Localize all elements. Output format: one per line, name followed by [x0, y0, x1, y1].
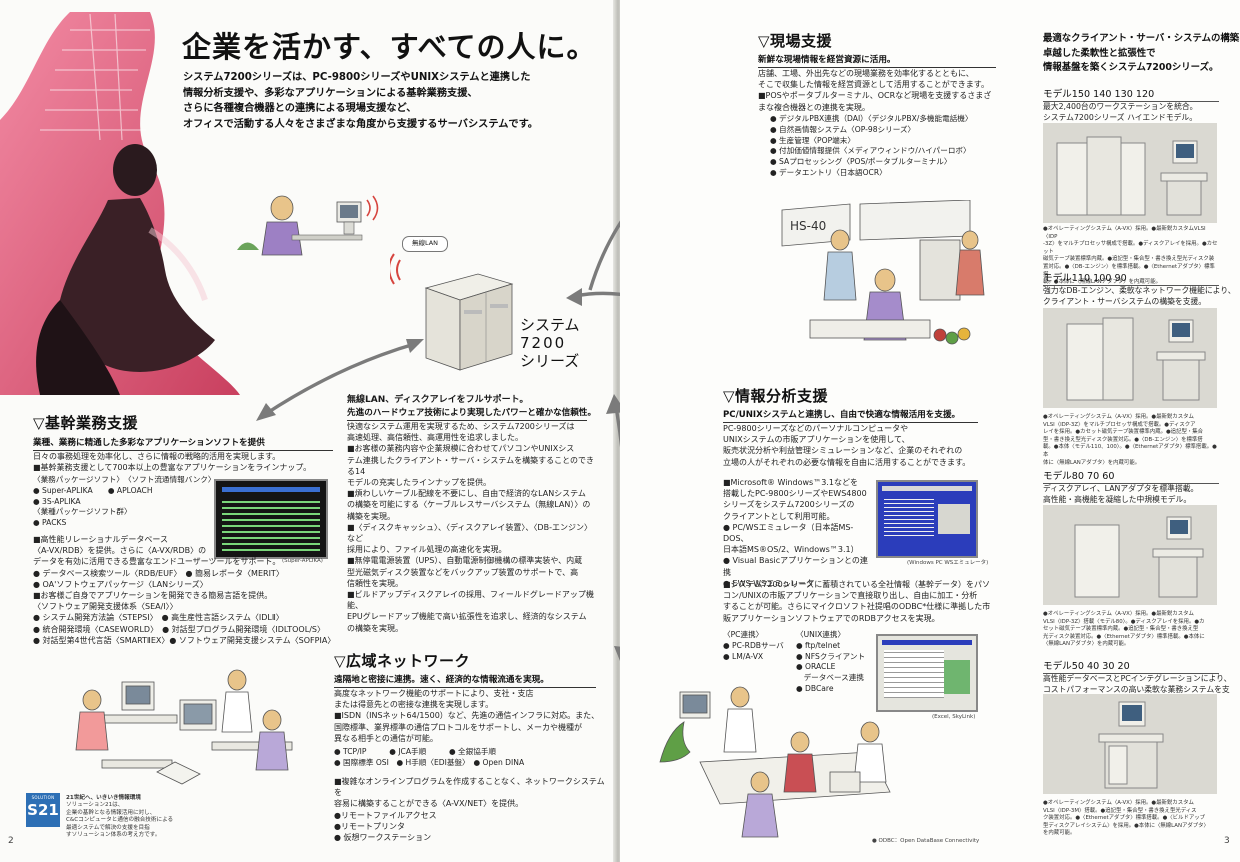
center-body: 快適なシステム運用を実現するため、システム7200シリーズは 高速処理、高信頼性… [347, 422, 595, 633]
hero-title: 企業を活かす、すべての人に。 [182, 30, 597, 64]
windows-emulator-caption: (Windows PC WSエミュレータ) [907, 560, 989, 566]
super-aplika-caption: (Super-APLIKA) [282, 558, 323, 564]
model-150-name: モデル150 140 130 120 [1043, 86, 1219, 102]
system-label: システム 7200 シリーズ [520, 316, 580, 370]
genba-heading: ▽現場支援 [758, 32, 833, 50]
bunseki-pc: 〈PC連携〉 ● PC-RDBサーバ ● LM/A-VX [723, 630, 784, 661]
model-150-desc: 最大2,400台のワークステーションを統合。 システム7200シリーズ ハイエン… [1043, 102, 1198, 122]
meeting-illustration [659, 686, 891, 838]
model-150-notes: ●オペレーティングシステム〈A-VX〉採用。●最新鋭カスタムVLSI〈IDP -… [1043, 226, 1218, 286]
kouiki-protocols: ● TCP/IP ● JCA手順 ● 全銀協手順 ● 国際標準 OSI ● H手… [334, 747, 525, 767]
office-illustration [75, 669, 293, 785]
genba-subheading: 新鮮な現場情報を経営資源に活用。 [758, 53, 996, 68]
model-110-notes: ●オペレーティングシステム〈A-VX〉採用。●最新鋭カスタム VLSI〈IDP-… [1043, 414, 1217, 466]
model-80-name: モデル80 70 60 [1043, 468, 1219, 484]
model-110-name: モデル110 100 90 [1043, 270, 1219, 286]
server-7200-illustration [424, 273, 514, 371]
bunseki-windows: ■Microsoft® Windows™3.1などを 搭載したPC-9800シリ… [723, 478, 868, 588]
page-right: ▽現場支援 新鮮な現場情報を経営資源に活用。 店舗、工場、外出先などの現場業務を… [620, 0, 1240, 862]
bunseki-subheading: PC/UNIXシステムと連携し、自由で快適な情報活用を支援。 [723, 408, 978, 423]
models-intro: 最適なクライアント・サーバ・システムの構築を支援。 卓越した柔軟性と拡張性で 情… [1043, 33, 1240, 73]
model-110-desc: 強力なDB-エンジン、柔軟なネットワーク機能により、 クライアント・サーバシステ… [1043, 286, 1236, 306]
bunseki-heading: ▽情報分析支援 [723, 387, 829, 405]
page-number-right: 3 [1224, 836, 1230, 846]
bunseki-body: ■システム7200シリーズに蓄積されている全社情報（基幹データ）をパソ コン/U… [723, 580, 991, 623]
model-50-photo [1043, 694, 1217, 794]
kikan-body: ■高性能リレーショナルデータベース 〈A-VX/RDB〉を提供。さらに〈A-VX… [33, 535, 336, 645]
store-illustration: HS-40 [781, 200, 985, 345]
center-subtitle: 先進のハードウェア技術により実現したパワーと確かな信頼性。 [347, 406, 596, 421]
kikan-heading: ▽基幹業務支援 [33, 414, 139, 432]
bunseki-intro: PC-9800シリーズなどのパーソナルコンピュータや UNIXシステムの市販アプ… [723, 424, 971, 467]
kikan-packages: 〈業務パッケージソフト〉 〈ソフト流通情報バンク〉 ● Super-APLIKA… [33, 475, 216, 528]
genba-intro: 店舗、工場、外出先などの現場業務を効率化するとともに、 そこで収集した情報を経営… [758, 69, 992, 112]
s21-description: 21世紀へ、いきいき情報環境 ソリューション21は、 企業の基幹となる情報活用に… [66, 795, 174, 839]
excel-skylink-screen [876, 634, 978, 712]
kouiki-subheading: 遠隔地と密接に連携。速く、経済的な情報流通を実現。 [334, 673, 596, 688]
wireless-signal-icon [390, 253, 401, 285]
kouiki-body: ■複雑なオンラインプログラムを作成することなく、ネットワークシステムを 容易に構… [334, 777, 605, 843]
model-80-notes: ●オペレーティングシステム〈A-VX〉採用。●最新鋭カスタム VLSI〈IDP-… [1043, 611, 1205, 648]
genba-items: ● デジタルPBX連携（DAI）〈デジタルPBX/多機能電話機〉 ● 自然画情報… [770, 114, 973, 177]
kouiki-intro: 高度なネットワーク機能のサポートにより、支社・支店 または得意先との密接な連携を… [334, 689, 600, 743]
page-left: 企業を活かす、すべての人に。 システム7200シリーズは、PC-9800シリーズ… [0, 0, 616, 862]
model-50-notes: ●オペレーティングシステム〈A-VX〉採用。●最新鋭カスタム VLSI〈IDP-… [1043, 800, 1209, 837]
model-150-photo [1043, 123, 1217, 223]
hero-lead: システム7200シリーズは、PC-9800シリーズやUNIXシステムと連携した … [183, 72, 538, 130]
model-110-photo [1043, 308, 1217, 408]
wireless-lan-label: 無線LAN [402, 236, 448, 252]
center-title: 無線LAN、ディスクアレイをフルサポート。 [347, 395, 529, 405]
arrow-kikan [256, 339, 424, 421]
windows-emulator-screen [876, 480, 978, 558]
super-aplika-screen [214, 479, 328, 559]
odbc-note: ● ODBC：Open DataBase Connectivity [872, 838, 980, 844]
svg-text:HS-40: HS-40 [790, 219, 826, 233]
hero-illustration [0, 12, 240, 395]
excel-skylink-caption: (Excel, SkyLink) [932, 714, 976, 720]
page-number-left: 2 [8, 836, 14, 846]
kikan-subheading: 業種、業務に精通した多彩なアプリケーションソフトを提供 [33, 436, 333, 451]
kouiki-heading: ▽広域ネットワーク [334, 652, 471, 670]
kikan-intro: 日々の事務処理を効率化し、さらに情報の戦略的活用を実現します。 ■基幹業務支援と… [33, 452, 312, 473]
model-80-photo [1043, 505, 1217, 605]
bunseki-unix: 〈UNIX連携〉 ● ftp/telnet ● NFSクライアント ● ORAC… [796, 630, 866, 693]
s21-logo: SOLUTION S21 [26, 793, 60, 827]
operator-illustration [237, 195, 379, 256]
model-80-desc: ディスクアレイ、LANアダプタを標準搭載。 高性能・高機能を凝縮した中規模モデル… [1043, 484, 1199, 504]
model-50-name: モデル50 40 30 20 [1043, 658, 1219, 674]
